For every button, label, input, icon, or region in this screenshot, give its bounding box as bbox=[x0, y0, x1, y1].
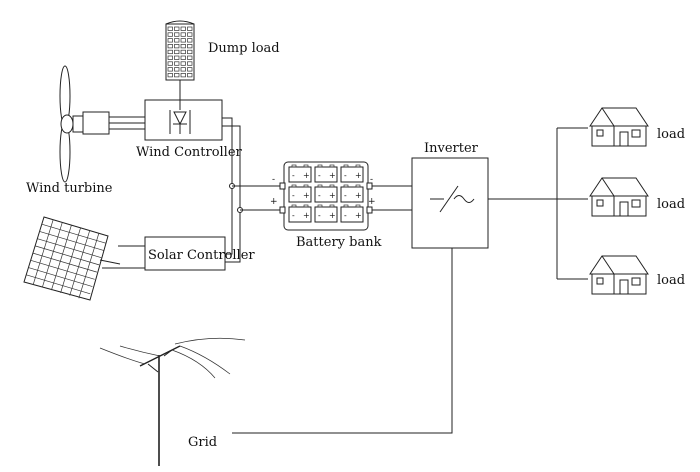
wind-turbine-icon bbox=[59, 65, 145, 183]
battery-cell: -+ bbox=[314, 164, 338, 183]
inverter-label: Inverter bbox=[424, 141, 479, 156]
battery-cell-neg: - bbox=[344, 191, 347, 200]
battery-cell: -+ bbox=[340, 164, 364, 183]
battery-terminal-pos-left: + bbox=[270, 197, 278, 207]
dump-load-label: Dump load bbox=[208, 41, 280, 56]
load-label-2: load bbox=[657, 197, 685, 212]
battery-cell-neg: - bbox=[318, 211, 321, 220]
battery-cell-neg: - bbox=[292, 211, 295, 220]
battery-cell: -+ bbox=[288, 204, 312, 223]
battery-terminal-pos-right: + bbox=[368, 197, 376, 207]
dc-wiring bbox=[118, 117, 280, 263]
solar-controller-label: Solar Controller bbox=[148, 248, 255, 263]
battery-cell: -+ bbox=[314, 204, 338, 223]
grid-label: Grid bbox=[188, 435, 217, 450]
wind-turbine-label: Wind turbine bbox=[26, 181, 113, 196]
house-load-icon bbox=[589, 107, 649, 147]
battery-cell-pos: + bbox=[355, 211, 362, 220]
battery-cell-neg: - bbox=[318, 191, 321, 200]
battery-cell-pos: + bbox=[329, 191, 336, 200]
battery-cell: -+ bbox=[288, 164, 312, 183]
house-load-icon bbox=[589, 255, 649, 295]
battery-bank-label: Battery bank bbox=[296, 235, 382, 250]
battery-terminal-neg-left: - bbox=[272, 175, 275, 185]
battery-cell-pos: + bbox=[355, 171, 362, 180]
solar-controller-box bbox=[144, 236, 226, 271]
battery-bank-icon: -+-+-+-+-+-+-+-+-+ + + - - bbox=[270, 161, 376, 231]
solar-panel-icon bbox=[23, 216, 145, 301]
battery-terminal-neg-right: - bbox=[370, 175, 373, 185]
battery-cell-pos: + bbox=[329, 171, 336, 180]
ac-distribution-wiring bbox=[488, 127, 588, 280]
battery-cell: -+ bbox=[340, 184, 364, 203]
load-label-3: load bbox=[657, 273, 685, 288]
inverter-box bbox=[411, 157, 489, 249]
battery-cell-neg: - bbox=[292, 171, 295, 180]
battery-cell: -+ bbox=[340, 204, 364, 223]
dump-load-icon bbox=[165, 20, 195, 100]
battery-cell-pos: + bbox=[329, 211, 336, 220]
battery-cell-pos: + bbox=[303, 171, 310, 180]
wind-controller-box bbox=[144, 99, 223, 141]
battery-cell: -+ bbox=[314, 184, 338, 203]
grid-inverter-wire bbox=[232, 248, 453, 434]
battery-cell-pos: + bbox=[303, 211, 310, 220]
battery-cell-neg: - bbox=[344, 171, 347, 180]
battery-cell-pos: + bbox=[303, 191, 310, 200]
grid-pole-icon bbox=[99, 337, 246, 466]
load-label-1: load bbox=[657, 127, 685, 142]
battery-cell-neg: - bbox=[344, 211, 347, 220]
battery-cell-neg: - bbox=[292, 191, 295, 200]
battery-cell-pos: + bbox=[355, 191, 362, 200]
wind-controller-label: Wind Controller bbox=[136, 145, 243, 160]
house-load-icon bbox=[589, 177, 649, 217]
battery-cell-neg: - bbox=[318, 171, 321, 180]
battery-cell: -+ bbox=[288, 184, 312, 203]
